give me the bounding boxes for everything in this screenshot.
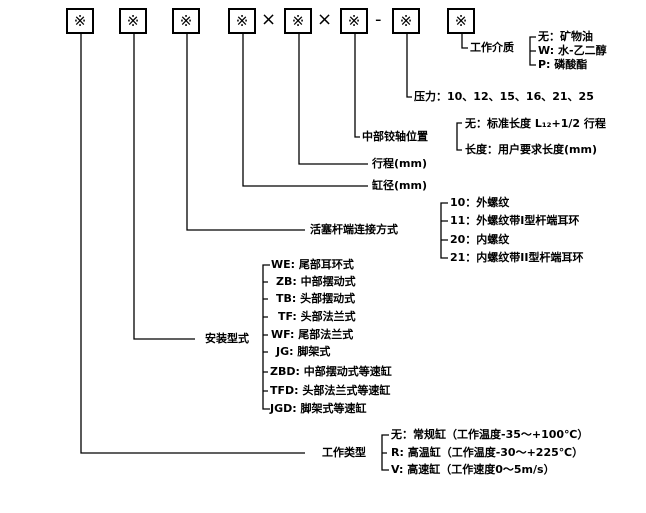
pressure-label: 压力：10、12、15、16、21、25 xyxy=(414,90,594,103)
rod-end-option: 21：内螺纹带II型杆端耳环 xyxy=(450,251,584,264)
code-box-medium: ※ xyxy=(447,8,475,34)
code-box-rod-end: ※ xyxy=(172,8,200,34)
rod-end-option: 10：外螺纹 xyxy=(450,196,510,209)
medium-option: 无：矿物油 xyxy=(538,30,593,43)
type-option: V: 高速缸（工作速度0～5m/s） xyxy=(391,463,555,476)
code-box-mounting: ※ xyxy=(119,8,147,34)
type-option: R: 高温缸（工作温度-30～+225℃） xyxy=(391,446,584,459)
trunnion-option: 长度：用户要求长度(mm) xyxy=(465,143,597,156)
code-box-type: ※ xyxy=(66,8,94,34)
medium-label: 工作介质 xyxy=(470,41,514,54)
medium-option: W: 水-乙二醇 xyxy=(538,44,607,57)
rod-end-label: 活塞杆端连接方式 xyxy=(310,223,398,236)
mounting-option: JG: 脚架式 xyxy=(276,345,331,358)
code-box-bore: ※ xyxy=(228,8,256,34)
stroke-label: 行程(mm) xyxy=(372,157,427,170)
mounting-option: WF: 尾部法兰式 xyxy=(271,328,354,341)
bore-label: 缸径(mm) xyxy=(372,179,427,192)
type-label: 工作类型 xyxy=(322,446,366,459)
mounting-option: JGD: 脚架式等速缸 xyxy=(270,402,367,415)
mounting-option: ZBD: 中部摆动式等速缸 xyxy=(270,365,392,378)
rod-end-option: 20：内螺纹 xyxy=(450,233,510,246)
separator: - xyxy=(375,9,382,30)
mounting-option: ZB: 中部摆动式 xyxy=(276,275,356,288)
mounting-option: TF: 头部法兰式 xyxy=(278,310,356,323)
trunnion-option: 无：标准长度 L₁₂+1/2 行程 xyxy=(465,117,606,130)
mounting-option: TFD: 头部法兰式等速缸 xyxy=(270,384,391,397)
code-box-pressure: ※ xyxy=(392,8,420,34)
mounting-option: TB: 头部摆动式 xyxy=(276,292,356,305)
mounting-label: 安装型式 xyxy=(205,332,249,345)
code-box-stroke: ※ xyxy=(284,8,312,34)
medium-option: P: 磷酸酯 xyxy=(538,58,588,71)
trunnion-label: 中部铰轴位置 xyxy=(362,130,428,143)
rod-end-option: 11：外螺纹带Ⅰ型杆端耳环 xyxy=(450,214,580,227)
separator: × xyxy=(261,9,277,30)
separator: × xyxy=(317,9,333,30)
code-box-trunnion: ※ xyxy=(340,8,368,34)
mounting-option: WE: 尾部耳环式 xyxy=(271,258,354,271)
type-option: 无：常规缸（工作温度-35～+100℃） xyxy=(391,428,589,441)
